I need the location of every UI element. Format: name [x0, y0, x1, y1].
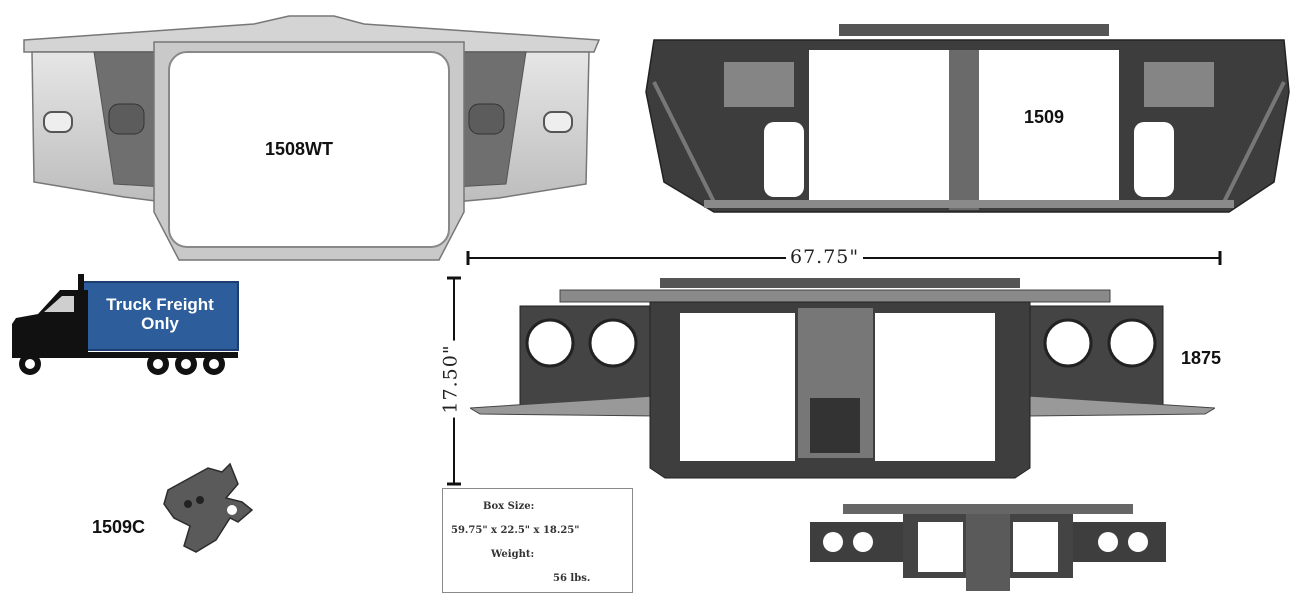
truck-freight-line2: Only — [141, 314, 179, 333]
height-dimension-label: 17.50" — [439, 340, 462, 418]
part-number-1875: 1875 — [1181, 348, 1222, 368]
weight-value: 56 lbs. — [553, 573, 591, 584]
box-info-panel: Box Size: 59.75" x 22.5" x 18.25" Weight… — [442, 488, 633, 593]
truck-freight-line1: Truck Freight — [106, 295, 214, 314]
radiator-support-1509-image — [645, 24, 1290, 213]
box-size-label: Box Size: — [483, 501, 535, 512]
part-number-1509: 1509 — [1024, 107, 1065, 127]
weight-label: Weight: — [491, 549, 535, 560]
truck-freight-badge-text: Truck Freight Only — [84, 295, 236, 333]
radiator-support-1875-thumbnail — [810, 504, 1166, 591]
part-number-1509c: 1509C — [92, 517, 146, 537]
radiator-support-1875-image — [470, 278, 1215, 479]
radiator-support-1508wt-image — [23, 15, 601, 261]
box-size-value: 59.75" x 22.5" x 18.25" — [451, 525, 580, 536]
width-dimension-label: 67.75" — [786, 246, 864, 268]
truck-icon — [12, 274, 239, 375]
part-number-1508wt: 1508WT — [265, 139, 334, 159]
bracket-1509c-image — [163, 462, 254, 553]
